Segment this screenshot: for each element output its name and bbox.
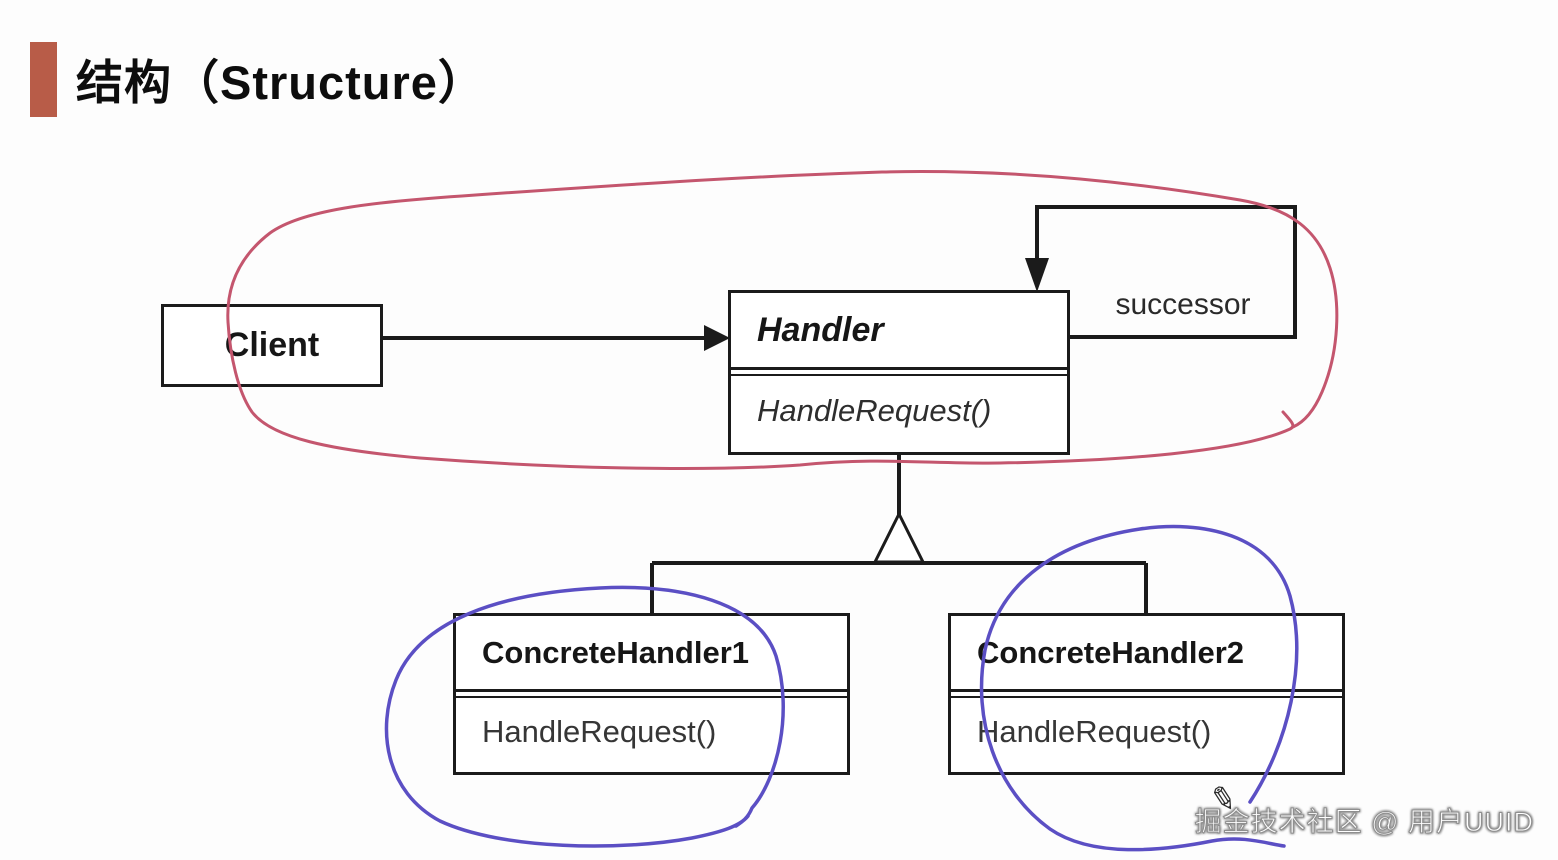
class-box-concrete-handler-1: ConcreteHandler1 HandleRequest() (453, 613, 850, 775)
inheritance-triangle-icon (872, 510, 926, 564)
class-name: Handler (757, 310, 884, 349)
class-box-client: Client (161, 304, 383, 387)
method-compartment: HandleRequest() (951, 698, 1342, 765)
class-box-concrete-handler-2: ConcreteHandler2 HandleRequest() (948, 613, 1345, 775)
watermark-text: 掘金技术社区 @ 用户UUID (1194, 807, 1534, 838)
class-name: ConcreteHandler2 (977, 634, 1245, 670)
class-box-handler: Handler HandleRequest() (728, 290, 1070, 455)
client-handler-arrowhead-icon (704, 325, 730, 351)
method-compartment: HandleRequest() (731, 376, 1067, 445)
method-compartment: HandleRequest() (456, 698, 847, 765)
class-name-compartment: ConcreteHandler1 (456, 616, 847, 692)
page-title: 结构（Structure） (76, 56, 486, 109)
method-label: HandleRequest() (757, 392, 992, 428)
successor-role-label: successor (1115, 288, 1251, 321)
class-name-compartment: Handler (731, 293, 1067, 370)
class-name-compartment: ConcreteHandler2 (951, 616, 1342, 692)
method-label: HandleRequest() (977, 713, 1212, 749)
method-label: HandleRequest() (482, 713, 717, 749)
class-name: ConcreteHandler1 (482, 634, 750, 670)
successor-arrowhead-icon (1025, 258, 1049, 292)
class-name: Client (224, 326, 320, 364)
title-accent-bar (30, 42, 57, 117)
